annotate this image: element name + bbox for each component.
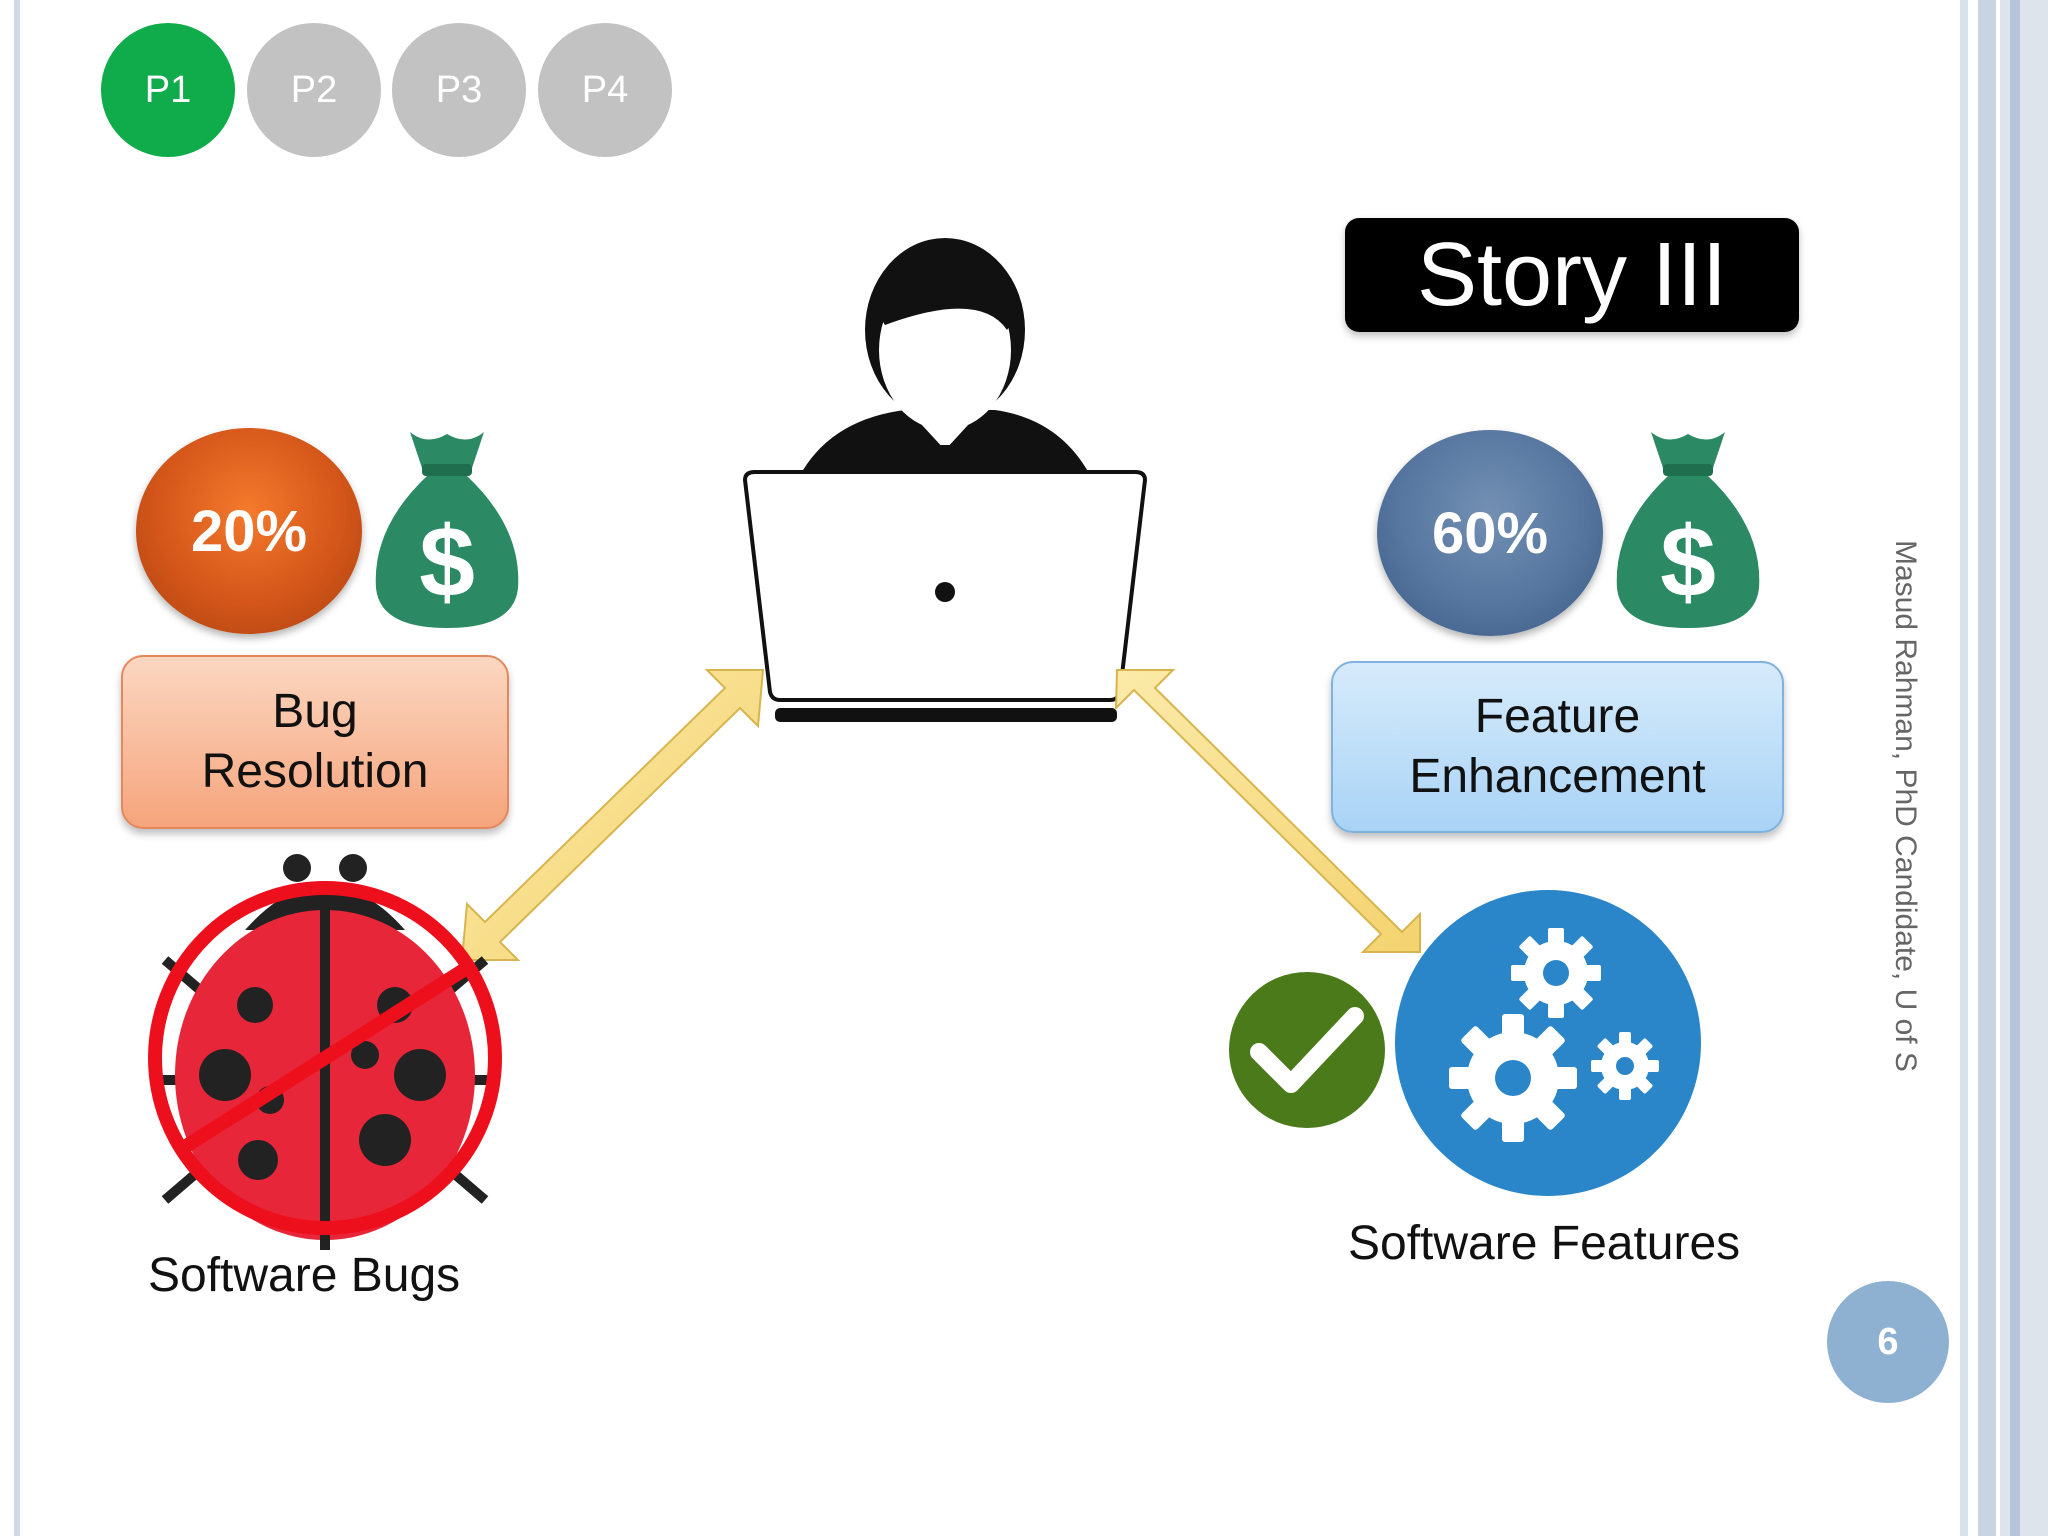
money-bag-symbol: $ [1660,506,1716,618]
feature-enhancement-box: Feature Enhancement [1331,661,1784,833]
software-bugs-caption: Software Bugs [148,1249,461,1302]
nav-pill-label: P4 [581,68,629,111]
slide-frame-left [14,0,20,1536]
money-bag-icon: $ [375,432,519,628]
money-bag-icon: $ [1616,432,1760,628]
slide-frame-right-stripe [2010,0,2020,1536]
slide-frame-right-band [1978,0,1996,1536]
check-mark-icon [1229,972,1385,1128]
page-number: 6 [1827,1281,1949,1403]
nav-pill-label: P1 [144,68,192,111]
bug-resolution-line1: Bug [272,685,358,738]
gears-icon [1395,890,1701,1196]
slide-frame-right-edge [2000,0,2048,1536]
author-credit: Masud Rahman, PhD Candidate, U of S [1889,540,1922,1072]
story-title: Story III [1345,218,1799,332]
feature-enhancement-line1: Feature [1474,690,1641,743]
software-features-caption: Software Features [1348,1217,1741,1270]
money-bag-symbol: $ [419,506,475,618]
nav-pill-p1[interactable]: P1 [101,23,235,157]
feature-percentage-circle: 60% [1377,430,1603,636]
bug-resolution-line2: Resolution [201,745,429,798]
nav-pill-p2[interactable]: P2 [247,23,381,157]
feature-enhancement-line2: Enhancement [1409,750,1706,803]
bug-resolution-box: Bug Resolution [121,655,509,829]
no-bug-icon [148,854,502,1250]
nav-pill-p4[interactable]: P4 [538,23,672,157]
nav-pill-label: P2 [290,68,338,111]
bug-percentage-circle: 20% [136,428,362,634]
nav-pill-label: P3 [435,68,483,111]
slide-frame-right [1960,0,1968,1536]
nav-pill-p3[interactable]: P3 [392,23,526,157]
